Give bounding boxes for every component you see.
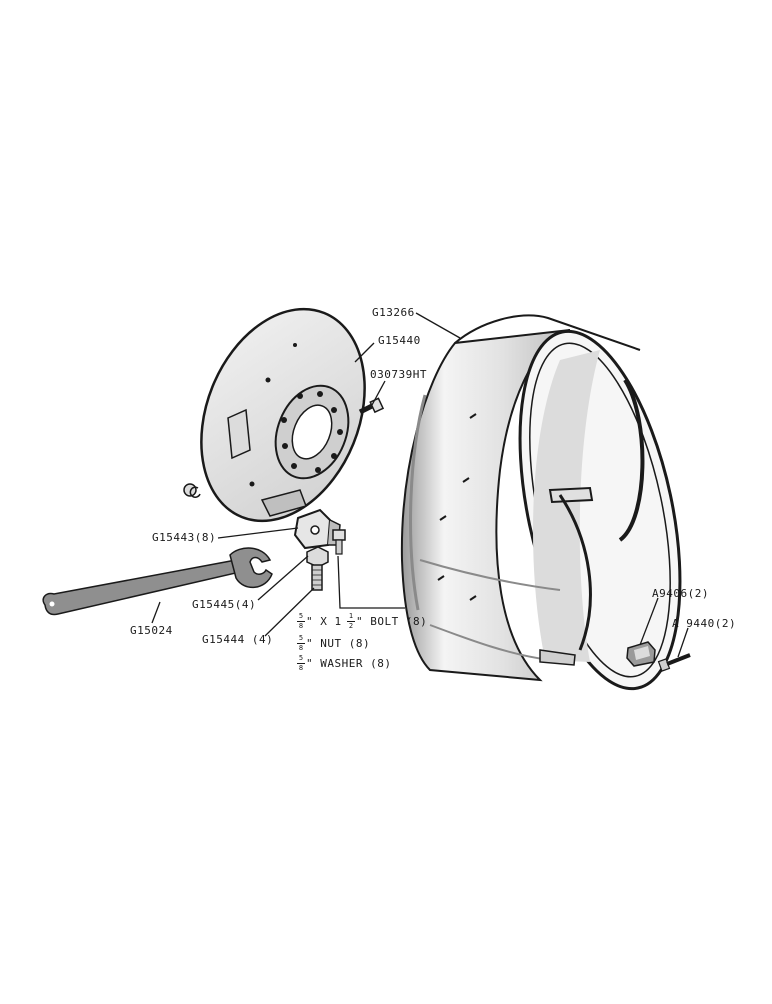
nut-text: " NUT (8) xyxy=(306,637,371,650)
wrench-drawing xyxy=(42,547,273,616)
label-lug: A9406(2) xyxy=(652,587,709,600)
label-cap-screw: 030739HT xyxy=(370,368,427,381)
leader-clamp-nut xyxy=(257,555,309,601)
label-clamp: G15443(8) xyxy=(152,531,217,544)
leader-wrench xyxy=(151,601,161,624)
clamp-drawing xyxy=(293,508,341,550)
lug-bolt-drawing xyxy=(657,653,691,672)
leader-hardware xyxy=(337,555,405,609)
clamp-bolt-drawing xyxy=(306,529,346,591)
small-nut-drawing xyxy=(183,483,201,498)
leader-rim xyxy=(415,312,461,339)
leader-lug-bolt xyxy=(677,627,689,658)
label-lug-bolt: A 9440(2) xyxy=(672,617,737,630)
bolt-mid-text: " X 1 xyxy=(306,615,342,628)
leader-wheel-disc xyxy=(354,342,375,363)
label-wheel-disc: G15440 xyxy=(378,334,421,347)
leader-lug xyxy=(639,597,659,646)
label-clamp-bolt: G15444 (4) xyxy=(202,633,274,646)
wheel-disc-drawing xyxy=(200,307,366,523)
leader-clamp-bolt xyxy=(264,587,315,637)
label-clamp-nut: G15445(4) xyxy=(192,598,257,611)
leader-cap-screw xyxy=(371,380,386,406)
bolt-suffix-text: " BOLT (8) xyxy=(356,615,428,628)
lug-drawing xyxy=(626,641,656,667)
label-rim: G13266 xyxy=(372,306,415,319)
washer-text: " WASHER (8) xyxy=(306,657,392,670)
label-wrench: G15024 xyxy=(130,624,173,637)
leader-lines xyxy=(151,312,689,658)
leader-clamp xyxy=(217,527,299,539)
rim-drawing xyxy=(400,314,682,691)
